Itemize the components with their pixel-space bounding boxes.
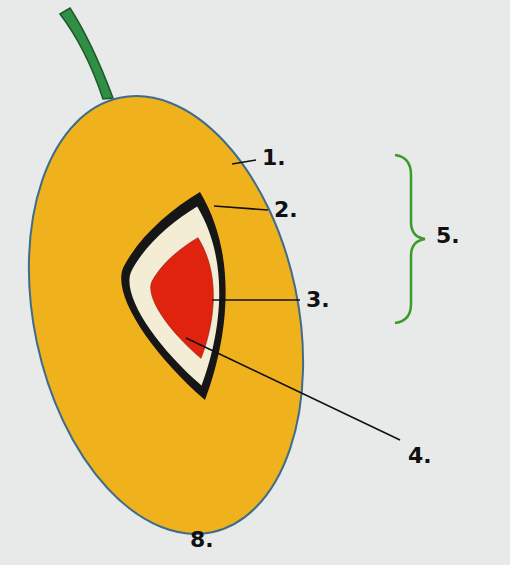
leader-line <box>212 299 300 301</box>
brace <box>395 155 425 323</box>
callout-number: 3. <box>306 288 330 312</box>
leader-line <box>186 338 400 440</box>
leader-line <box>232 160 256 164</box>
seed-coat <box>129 207 219 386</box>
callout-number: 2. <box>274 198 298 222</box>
seed <box>151 238 214 359</box>
stone-endocarp <box>121 192 225 400</box>
callout-number: 4. <box>408 444 432 468</box>
fruit-flesh <box>0 70 341 559</box>
stem <box>60 8 113 99</box>
leader-line <box>214 206 268 210</box>
callout-number: 8. <box>190 528 214 552</box>
callout-number: 1. <box>262 146 286 170</box>
callout-number: 5. <box>436 224 460 248</box>
